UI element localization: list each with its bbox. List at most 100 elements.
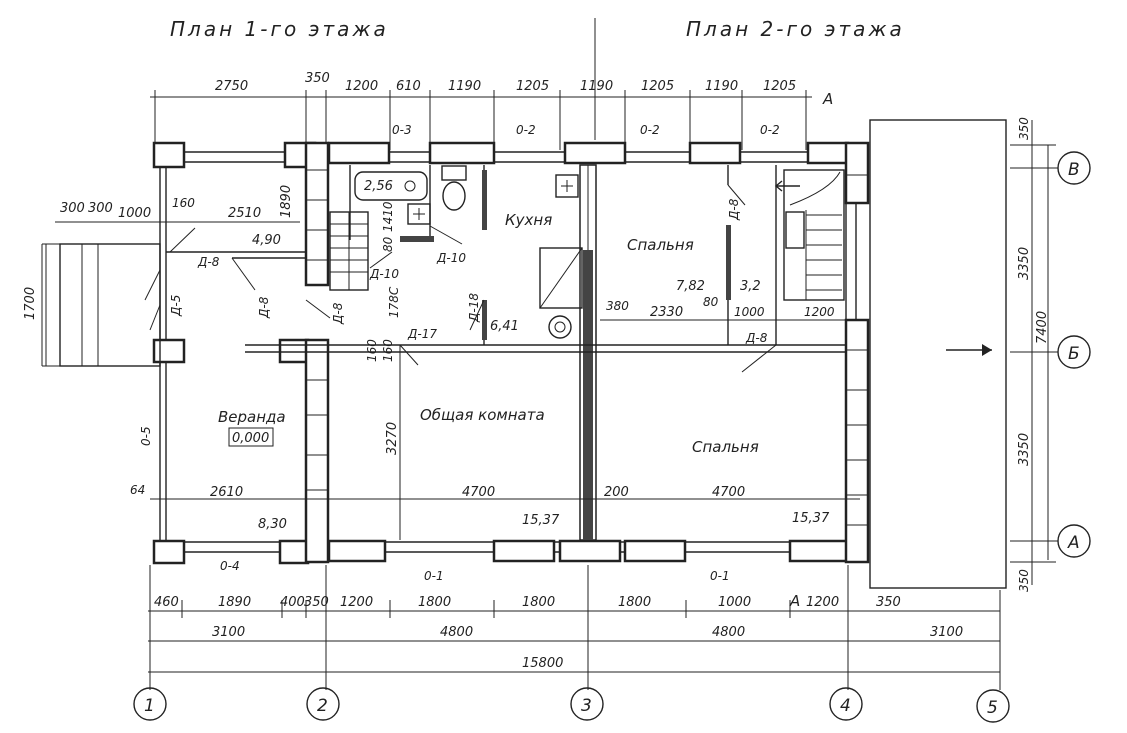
bottom-dim-5: 1200 xyxy=(340,595,373,610)
door-swings xyxy=(144,184,777,373)
top-dim-3: 1200 xyxy=(345,79,378,94)
axis-h-label-1: 1 xyxy=(144,696,155,716)
axis-h-label-2: 2 xyxy=(317,696,328,716)
top-dim-9: 1190 xyxy=(705,79,738,94)
room-common: Общая комната xyxy=(420,406,545,424)
area-veranda: 8,30 xyxy=(258,517,287,532)
left-dim-1700: 1700 xyxy=(23,287,38,320)
bottom-dim-row2-3: 4800 xyxy=(712,625,745,640)
stair-first-floor xyxy=(329,211,369,291)
area-hall: 4,90 xyxy=(252,233,281,248)
right-wall-blocks xyxy=(844,141,870,564)
veranda-level-box xyxy=(228,427,274,447)
area-bedroom-bottom: 15,37 xyxy=(792,511,830,526)
inner-dim-160: 160 xyxy=(365,339,379,362)
right-dim-4: 3350 xyxy=(1017,433,1032,466)
interior-wall-axis-2 xyxy=(304,141,330,564)
axis-v-circle-3 xyxy=(1057,524,1091,558)
right-dim-2: 3350 xyxy=(1017,247,1032,280)
axis-v-circle-2 xyxy=(1057,335,1091,369)
area-closet: 6,41 xyxy=(490,319,519,334)
top-dim-1: 2750 xyxy=(215,79,248,94)
porch-dim-6: 1890 xyxy=(279,185,294,218)
opening-left: 0-5 xyxy=(139,426,153,446)
door-label-4: Д-8 xyxy=(331,302,345,325)
opening-top-2: 0-2 xyxy=(516,123,536,137)
porch-dim-2: 300 xyxy=(88,201,113,216)
title-first-floor: План 1-го этажа xyxy=(170,17,389,41)
section-mark-bottom: А xyxy=(789,592,800,610)
annex-rect xyxy=(869,119,1007,589)
partitions xyxy=(166,165,846,353)
inner-dim-380: 380 xyxy=(606,299,629,313)
inner-dim-80: 80 xyxy=(381,236,395,252)
stair-second-floor xyxy=(774,169,845,301)
opening-top-3: 0-2 xyxy=(640,123,660,137)
door-label-6: Д-10 xyxy=(436,251,466,265)
area-bedroom-top: 7,82 xyxy=(676,279,705,294)
door-label-10: Д-8 xyxy=(745,331,768,345)
section-mark-top: А xyxy=(822,90,833,108)
inner-dim-3270: 3270 xyxy=(385,422,400,455)
sink xyxy=(407,203,431,225)
top-dim-ticks xyxy=(154,90,807,150)
porch-dim-3: 1000 xyxy=(118,206,151,221)
inner-dim-2610: 2610 xyxy=(210,485,243,500)
top-dim-5: 1190 xyxy=(448,79,481,94)
wall-piers xyxy=(152,141,850,565)
title-second-floor: План 2-го этажа xyxy=(686,17,905,41)
bottom-dim-11: 350 xyxy=(876,595,901,610)
bottom-dim-row2-2: 4800 xyxy=(440,625,473,640)
porch-dim-1: 300 xyxy=(60,201,85,216)
bottom-dim-7: 1800 xyxy=(522,595,555,610)
axis-h-circles xyxy=(133,687,1010,723)
axis-h-label-4: 4 xyxy=(840,696,851,716)
opening-top-1: 0-3 xyxy=(392,123,412,137)
door-label-2: Д-5 xyxy=(169,295,183,317)
inner-dim-200: 200 xyxy=(604,485,629,500)
porch-dim-5: 2510 xyxy=(228,206,261,221)
area-stair2: 3,2 xyxy=(740,279,761,294)
bathtub xyxy=(354,171,428,201)
bottom-dim-4: 350 xyxy=(304,595,329,610)
right-dim-5: 350 xyxy=(1017,569,1031,592)
area-bath: 2,56 xyxy=(364,179,393,194)
bottom-dim-2: 1890 xyxy=(218,595,251,610)
porch xyxy=(42,243,161,367)
bottom-dim-3: 400 xyxy=(280,595,305,610)
axis-v-label-1: В xyxy=(1068,160,1080,180)
right-dim-3: 7400 xyxy=(1035,311,1050,344)
top-dim-10: 1205 xyxy=(763,79,796,94)
room-bedroom-bottom: Спальня xyxy=(692,438,759,456)
right-dim-1: 350 xyxy=(1017,117,1031,140)
inner-dim-1000: 1000 xyxy=(734,305,765,319)
opening-top-4: 0-2 xyxy=(760,123,780,137)
room-bedroom-top: Спальня xyxy=(627,236,694,254)
inner-dim-2330: 2330 xyxy=(650,305,683,320)
axis-v-label-3: А xyxy=(1067,533,1080,553)
bottom-dim-row2-1: 3100 xyxy=(212,625,245,640)
inner-dim-64: 64 xyxy=(130,483,145,497)
top-dim-7: 1190 xyxy=(580,79,613,94)
opening-bottom-3: 0-1 xyxy=(710,569,730,583)
door-label-9: Д-8 xyxy=(727,198,741,221)
room-kitchen: Кухня xyxy=(505,211,552,229)
annex-arrow-head xyxy=(982,344,992,356)
bottom-dim-6: 1800 xyxy=(418,595,451,610)
axis-v-circle-1 xyxy=(1057,151,1091,185)
door-label-7: Д-17 xyxy=(407,327,437,341)
door-label-5: Д-10 xyxy=(369,267,399,281)
bottom-dim-9: 1000 xyxy=(718,595,751,610)
top-dim-8: 1205 xyxy=(641,79,674,94)
right-dim-ticks xyxy=(1010,144,1056,563)
door-label-3: Д-8 xyxy=(257,296,271,319)
axis-v-label-2: Б xyxy=(1068,344,1080,364)
toilet xyxy=(441,165,467,211)
room-veranda: Веранда xyxy=(218,408,286,426)
top-dim-2: 350 xyxy=(305,71,330,86)
axis-h-label-5: 5 xyxy=(987,698,998,718)
axis-h-label-3: 3 xyxy=(581,696,592,716)
bottom-dim-ticks xyxy=(149,565,1001,690)
